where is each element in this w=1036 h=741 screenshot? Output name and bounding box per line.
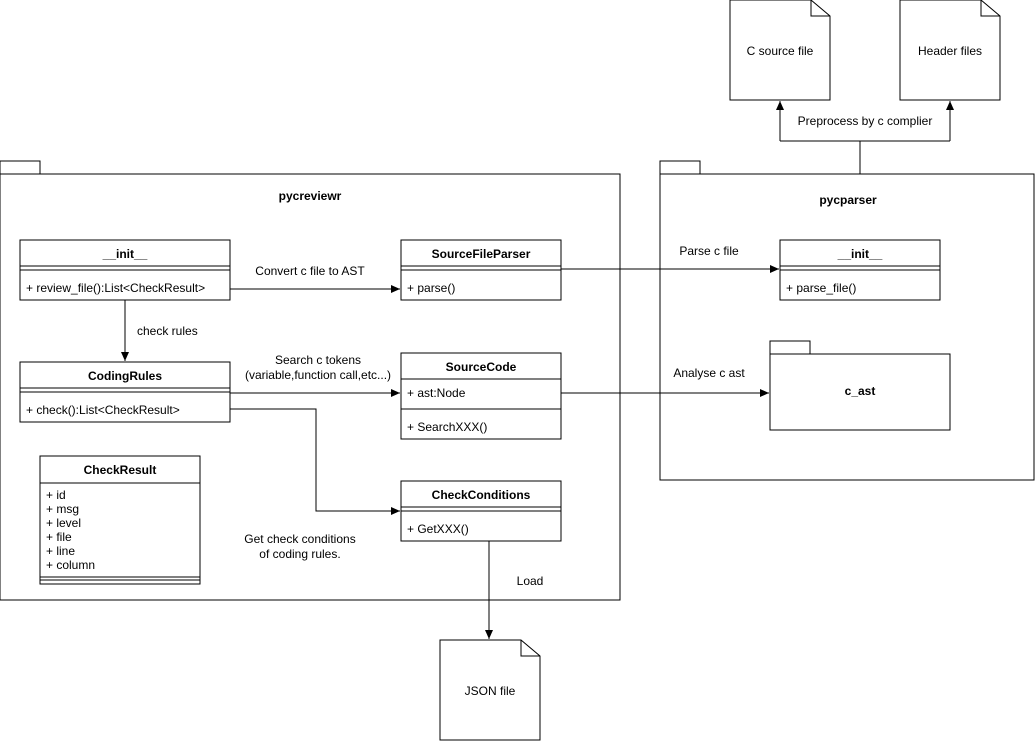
edge-label-get-conditions-1: Get check conditions xyxy=(244,532,355,546)
package-pycparser: pycparser xyxy=(659,160,1035,481)
class-init-pycreviewr: __init__ + review_file():List<CheckResul… xyxy=(19,239,231,301)
class-method: + review_file():List<CheckResult> xyxy=(26,281,205,295)
package-title-pycreviewr: pycreviewr xyxy=(279,189,342,203)
class-method: + check():List<CheckResult> xyxy=(26,403,180,417)
package-title-pycparser: pycparser xyxy=(819,193,877,207)
class-init-pycparser: __init__ + parse_file() xyxy=(779,239,941,301)
class-check-conditions: CheckConditions + GetXXX() xyxy=(400,480,562,542)
file-json-label: JSON file xyxy=(465,684,516,698)
class-attribute: + ast:Node xyxy=(407,386,466,400)
class-attribute: + file xyxy=(46,530,72,544)
edge-label-parse-c-file: Parse c file xyxy=(679,244,739,258)
file-headers-label: Header files xyxy=(918,44,982,58)
class-attribute: + id xyxy=(46,488,66,502)
package-c-ast: c_ast xyxy=(769,340,951,431)
file-c-source: C source file xyxy=(729,0,831,101)
edge-coding-rules-to-check-conditions xyxy=(230,408,400,515)
edge-label-search-2: (variable,function call,etc...) xyxy=(245,368,391,382)
file-headers: Header files xyxy=(899,0,1001,101)
edge-label-convert: Convert c file to AST xyxy=(255,264,365,278)
edge-label-bg xyxy=(792,112,938,130)
class-name: CheckConditions xyxy=(432,488,531,502)
class-name: __init__ xyxy=(837,247,883,261)
class-method: + SearchXXX() xyxy=(407,420,487,434)
edge-label-search-1: Search c tokens xyxy=(275,353,361,367)
class-name: CodingRules xyxy=(88,369,162,383)
class-coding-rules: CodingRules + check():List<CheckResult> xyxy=(19,361,231,423)
edge-label-load: Load xyxy=(517,574,544,588)
class-source-code: SourceCode + ast:Node + SearchXXX() xyxy=(400,352,562,440)
class-check-result: CheckResult + id + msg + level + file + … xyxy=(39,455,201,585)
edge-label-preprocess: Preprocess by c complier xyxy=(798,114,933,128)
class-attribute: + column xyxy=(46,558,95,572)
package-title-c-ast: c_ast xyxy=(845,384,876,398)
class-method: + parse_file() xyxy=(786,281,856,295)
class-name: SourceCode xyxy=(446,360,517,374)
class-source-file-parser: SourceFileParser + parse() xyxy=(400,239,562,301)
edge-label-check-rules: check rules xyxy=(137,324,198,338)
edge-label-analyse: Analyse c ast xyxy=(673,366,745,380)
edge-label-get-conditions-2: of coding rules. xyxy=(259,547,340,561)
file-c-source-label: C source file xyxy=(747,44,814,58)
class-method: + parse() xyxy=(407,281,455,295)
file-json: JSON file xyxy=(439,639,541,741)
class-attribute: + level xyxy=(46,516,81,530)
class-name: CheckResult xyxy=(84,463,157,477)
class-name: __init__ xyxy=(102,247,148,261)
class-attribute: + msg xyxy=(46,502,79,516)
class-attribute: + line xyxy=(46,544,75,558)
class-method: + GetXXX() xyxy=(407,522,469,536)
class-name: SourceFileParser xyxy=(432,247,531,261)
